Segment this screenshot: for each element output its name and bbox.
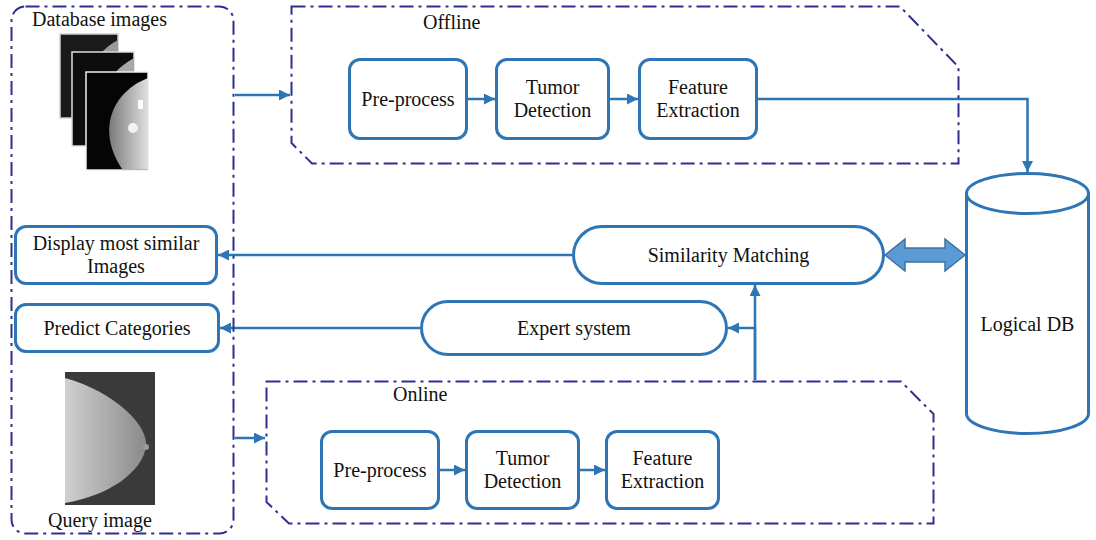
process-box: Tumor Detection: [465, 430, 580, 510]
connector-arrow: [218, 254, 572, 257]
image-caption: Database images: [32, 8, 167, 31]
connector-arrow: [758, 99, 1028, 172]
breast-shape: [65, 378, 146, 503]
box-label: Pre-process: [361, 88, 454, 111]
connector-arrow: [440, 469, 465, 472]
dash-dot-border: [12, 7, 234, 534]
label-slot: Offline: [423, 11, 480, 34]
dash-dot-border: [292, 7, 959, 164]
output-box: Predict Categories: [14, 303, 220, 353]
process-pill: Similarity Matching: [572, 225, 885, 285]
dash-dot-border: [267, 382, 934, 524]
process-box: Pre-process: [320, 430, 440, 510]
mammogram-query: [65, 372, 155, 505]
cylinder-shape: [965, 172, 1090, 435]
box-label: Tumor Detection: [474, 447, 571, 493]
connector-arrow: [235, 437, 265, 440]
label-slot: Query image: [48, 509, 152, 532]
process-box: Tumor Detection: [495, 58, 610, 140]
cylinder-body: [967, 194, 1089, 434]
connector-arrow: [580, 469, 605, 472]
label-slot: Database images: [32, 8, 167, 31]
block-arrow: [885, 239, 965, 271]
stage-region: OnlinePre-process Tumor Detection Feature …: [265, 380, 935, 525]
image-panel: Database imagesQuery image Display most s…: [10, 5, 235, 535]
mammogram-front: [86, 72, 148, 170]
image-caption: Query image: [48, 509, 152, 532]
query-image: [65, 372, 155, 505]
cylinder-top: [967, 174, 1089, 214]
label-slot: Online: [393, 383, 447, 406]
connector-arrow: [220, 327, 420, 330]
stage-region: OfflinePre-process Tumor Detection Feature…: [290, 5, 960, 165]
box-label: Predict Categories: [43, 317, 190, 340]
breast-shape: [109, 78, 148, 169]
process-box: Pre-process: [348, 58, 468, 140]
connector-arrow: [235, 94, 290, 97]
box-label: Display most similar Images: [23, 232, 209, 278]
connector-arrow: [610, 98, 638, 101]
process-pill: Expert system: [420, 300, 728, 356]
box-label: Feature Extraction: [614, 447, 711, 493]
connector-arrow: [728, 328, 755, 380]
process-box: Feature Extraction: [605, 430, 720, 510]
box-label: Similarity Matching: [648, 244, 810, 267]
region-title: Online: [393, 383, 447, 406]
marker-clip: [138, 100, 143, 109]
box-label: Pre-process: [333, 459, 426, 482]
nipple: [143, 444, 149, 450]
box-label: Expert system: [517, 317, 631, 340]
process-box: Feature Extraction: [638, 58, 758, 140]
connector-arrow: [468, 98, 495, 101]
database-images: [60, 34, 148, 170]
lesion-spot: [128, 123, 138, 133]
box-label: Tumor Detection: [504, 76, 601, 122]
box-label: Feature Extraction: [647, 76, 749, 122]
output-box: Display most similar Images: [14, 225, 218, 285]
region-title: Offline: [423, 11, 480, 34]
database-label: Logical DB: [981, 313, 1075, 336]
database-cylinder: Logical DB: [965, 172, 1090, 435]
